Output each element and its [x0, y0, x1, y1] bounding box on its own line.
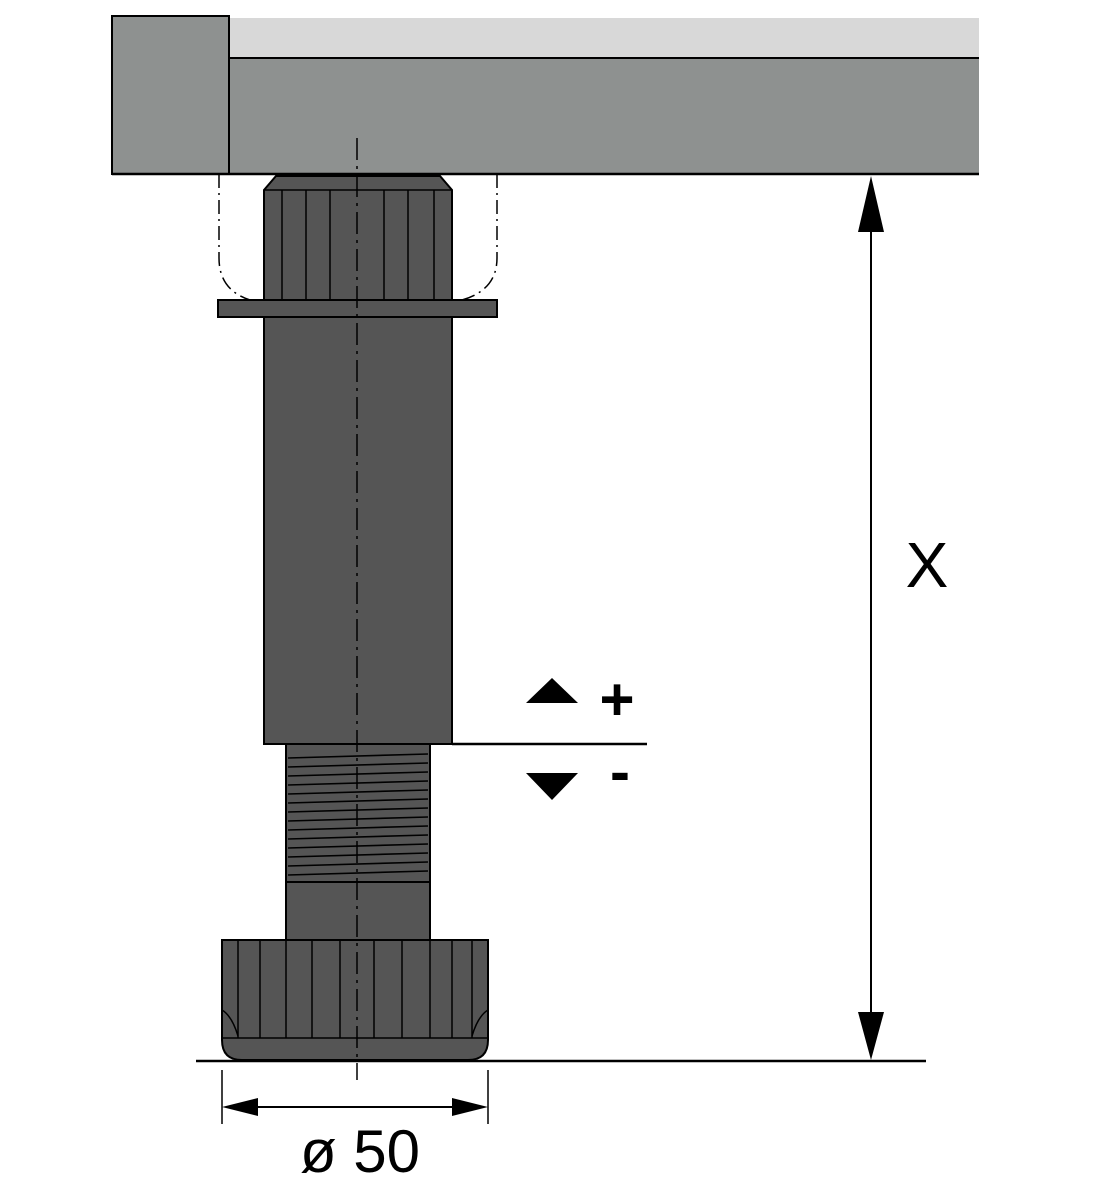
diameter-label: ø 50 — [300, 1118, 420, 1185]
leg-body — [263, 316, 453, 745]
cabinet-base — [111, 15, 979, 176]
diameter-arrow-right — [452, 1098, 488, 1116]
thread-line — [287, 870, 429, 876]
height-dimension: X — [858, 176, 948, 1060]
triangle-up-icon — [526, 678, 578, 703]
thread-line — [287, 861, 429, 867]
leg-foot — [221, 939, 489, 1061]
thread-line — [287, 753, 429, 759]
thread-line — [287, 825, 429, 831]
cabinet-side-panel — [111, 15, 230, 175]
thread-line — [287, 780, 429, 786]
height-label: X — [906, 529, 949, 601]
thread-line — [287, 816, 429, 822]
adjustment-indicator: + - — [452, 666, 647, 805]
leg-shaft — [285, 881, 431, 941]
thread-line — [287, 771, 429, 777]
cabinet-bottom-board — [229, 58, 979, 174]
thread-line — [287, 807, 429, 813]
thread-line — [287, 834, 429, 840]
thread-line — [287, 762, 429, 768]
adjust-down-label: - — [610, 738, 630, 805]
thread-line — [287, 789, 429, 795]
threaded-spindle — [285, 743, 431, 883]
thread-line — [287, 843, 429, 849]
dimension-arrow-bottom — [858, 1012, 884, 1060]
thread-line — [287, 852, 429, 858]
cabinet-top-strip — [229, 18, 979, 58]
diameter-arrow-left — [222, 1098, 258, 1116]
thread-line — [287, 798, 429, 804]
adjust-up-label: + — [599, 666, 634, 733]
leg-head — [263, 175, 453, 301]
diameter-dimension: ø 50 — [221, 1070, 489, 1185]
triangle-down-icon — [526, 773, 578, 800]
dimension-arrow-top — [858, 176, 884, 232]
mounting-clip-outline — [218, 174, 498, 301]
